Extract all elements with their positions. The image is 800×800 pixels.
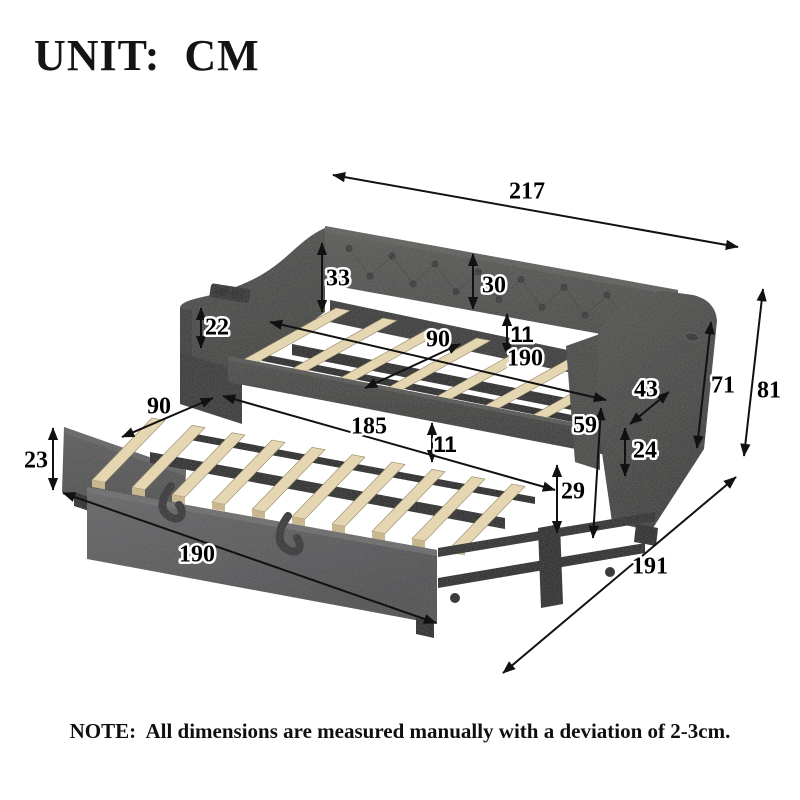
tuft-button <box>431 260 439 268</box>
dimension-arrow-trundle-inner-length <box>222 394 556 492</box>
dimension-label-trundle-panel-height: 23 <box>24 448 48 474</box>
dimension-label-top-bed-inner-length: 190 <box>507 346 543 372</box>
trundle-bed <box>62 417 655 638</box>
dimension-label-trundle-height: 29 <box>561 479 585 505</box>
dimension-label-backrest-above-arm-height: 33 <box>326 266 350 292</box>
dimension-label-overall-top-length: 217 <box>509 179 545 205</box>
dimension-label-left-arm-front-height: 22 <box>205 315 229 341</box>
dimension-arrow-overall-depth <box>502 476 737 674</box>
tuft-button <box>474 268 482 276</box>
tuft-button <box>560 283 568 291</box>
dimension-label-trundle-inner-length: 185 <box>351 414 387 440</box>
tuft-button <box>366 272 374 280</box>
tuft-button <box>409 280 417 288</box>
dimension-arrow-top-bed-inner-length <box>269 319 607 403</box>
dimension-label-overall-height: 81 <box>757 378 781 404</box>
tuft-button <box>452 288 460 296</box>
dimension-arrow-trundle-width <box>121 397 214 438</box>
dimension-label-right-arm-height: 71 <box>711 373 735 399</box>
dimension-arrow-trundle-outer-length <box>62 492 437 624</box>
right-arm <box>598 291 717 531</box>
left-arm-usb-recess <box>209 283 251 303</box>
dimension-arrow-overall-height <box>740 288 767 457</box>
dimension-label-side-rail-height: 59 <box>573 413 597 439</box>
dimension-label-trundle-width: 90 <box>147 394 171 420</box>
tuft-button <box>388 252 396 260</box>
dimension-label-under-bed-clearance: 24 <box>633 438 657 464</box>
tuft-button <box>603 291 611 299</box>
dimension-label-arm-top-depth: 43 <box>634 377 658 403</box>
backrest-panel <box>325 226 678 348</box>
unit-heading: UNIT: CM <box>34 31 260 80</box>
slat-end <box>92 480 105 490</box>
right-arm-inner-face <box>566 334 600 470</box>
dimension-label-backrest-panel-height: 30 <box>482 273 506 299</box>
trundle-slide-frame <box>438 512 655 608</box>
dimension-arrow-overall-top-length <box>332 172 739 250</box>
note-text: NOTE: All dimensions are measured manual… <box>69 719 731 743</box>
dimension-label-trundle-slat-gap: 11 <box>433 432 456 457</box>
dimension-label-overall-depth: 191 <box>632 554 668 580</box>
right-arm-foot <box>634 524 658 546</box>
tuft-button <box>538 303 546 311</box>
dimension-label-trundle-outer-length: 190 <box>179 542 215 568</box>
dimension-arrow-arm-top-depth <box>629 391 670 425</box>
dimension-label-backrest-to-slat-gap: 11 <box>510 322 533 347</box>
tuft-button <box>495 296 503 304</box>
tuft-button <box>517 276 525 284</box>
tuft-button <box>581 311 589 319</box>
dimension-arrow-right-arm-height <box>693 321 715 449</box>
tuft-button <box>345 244 353 252</box>
left-arm-side-face <box>180 308 192 358</box>
dimension-label-top-bed-width: 90 <box>426 327 450 353</box>
